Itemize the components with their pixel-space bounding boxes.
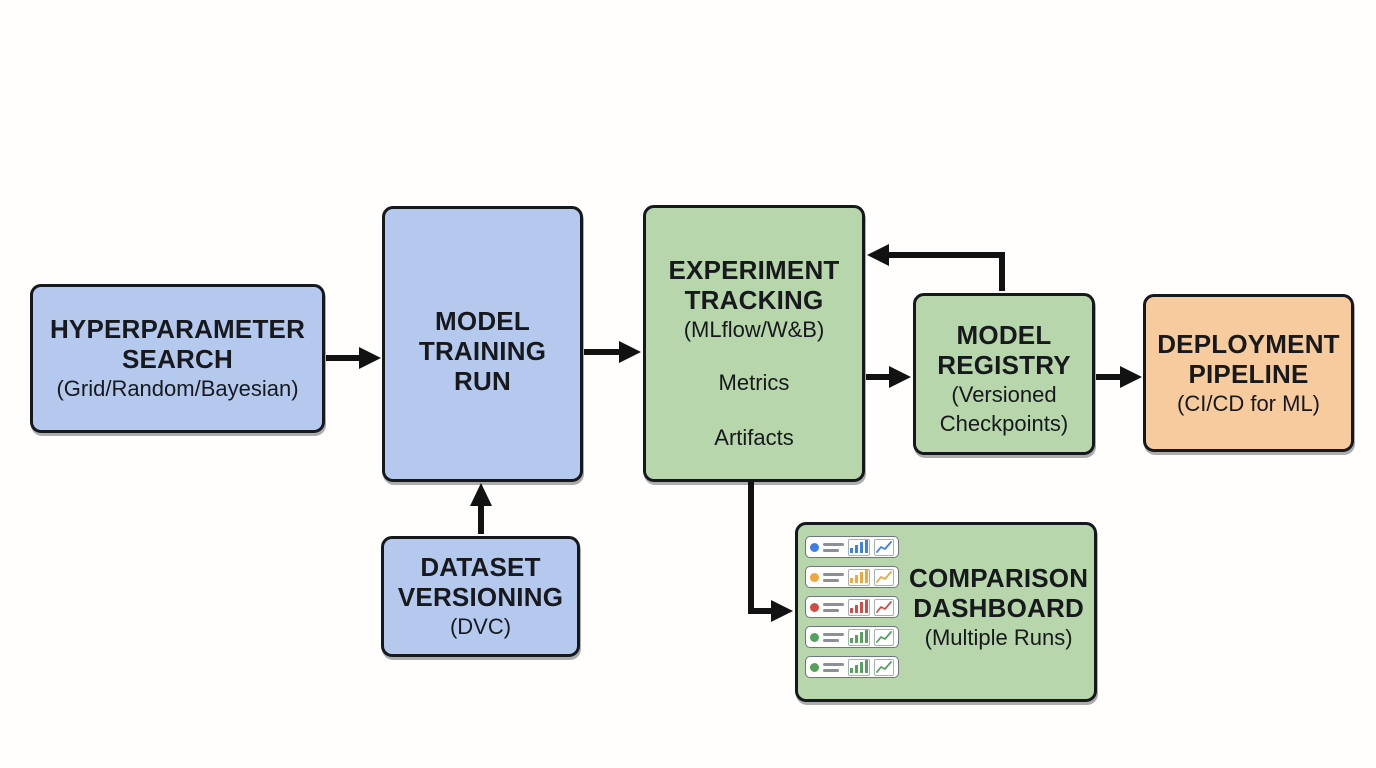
node-title: HYPERPARAMETER SEARCH	[49, 314, 306, 374]
arrow-tracking-to-dashboard	[748, 482, 793, 622]
node-comparison-dashboard: COMPARISON DASHBOARD (Multiple Runs)	[795, 522, 1097, 702]
tracking-item-metrics: Metrics	[718, 370, 790, 395]
node-subtitle: (Multiple Runs)	[924, 624, 1073, 650]
node-title: COMPARISON DASHBOARD	[909, 562, 1089, 623]
dashboard-run-row	[805, 656, 899, 678]
node-title: DEPLOYMENT PIPELINE	[1157, 328, 1340, 389]
arrow-training-to-tracking	[584, 341, 641, 363]
bar-chart-icon	[848, 658, 870, 676]
dashboard-run-row	[805, 626, 899, 648]
dashboard-label: COMPARISON DASHBOARD (Multiple Runs)	[909, 536, 1088, 688]
bar-chart-icon	[848, 628, 870, 646]
line-chart-icon	[874, 538, 894, 556]
arrow-registry-to-deployment	[1096, 366, 1142, 388]
node-title: MODEL REGISTRY	[937, 320, 1071, 380]
dashboard-run-row	[805, 536, 899, 558]
arrow-registry-to-tracking-feedback	[867, 244, 1005, 291]
run-dot-icon	[810, 542, 819, 552]
arrow-tracking-to-registry	[866, 366, 911, 388]
arrow-search-to-training	[326, 347, 381, 369]
run-dot-icon	[810, 602, 819, 612]
node-dataset-versioning: DATASET VERSIONING (DVC)	[381, 536, 580, 657]
node-title: MODEL TRAINING RUN	[418, 306, 547, 396]
list-lines-icon	[823, 662, 844, 672]
line-chart-icon	[874, 628, 894, 646]
bar-chart-icon	[848, 568, 870, 586]
list-lines-icon	[823, 632, 844, 642]
run-dot-icon	[810, 632, 819, 642]
node-title: DATASET VERSIONING	[397, 552, 564, 612]
line-chart-icon	[874, 658, 894, 676]
node-hyperparameter-search: HYPERPARAMETER SEARCH (Grid/Random/Bayes…	[30, 284, 325, 433]
node-subtitle: (Versioned Checkpoints)	[939, 382, 1069, 436]
list-lines-icon	[823, 542, 844, 552]
tracking-item-artifacts: Artifacts	[714, 425, 794, 450]
list-lines-icon	[823, 572, 844, 582]
run-dot-icon	[810, 572, 819, 582]
node-subtitle: (CI/CD for ML)	[1177, 390, 1320, 416]
bar-chart-icon	[848, 598, 870, 616]
arrow-versioning-to-training	[470, 483, 492, 534]
node-model-training-run: MODEL TRAINING RUN	[382, 206, 583, 482]
node-subtitle: (Grid/Random/Bayesian)	[56, 376, 299, 401]
node-subtitle: (DVC)	[449, 614, 512, 639]
run-dot-icon	[810, 662, 819, 672]
dashboard-run-list	[805, 536, 909, 688]
list-lines-icon	[823, 602, 844, 612]
node-title: EXPERIMENT TRACKING	[668, 255, 840, 315]
node-model-registry: MODEL REGISTRY (Versioned Checkpoints)	[913, 293, 1095, 455]
node-experiment-tracking: EXPERIMENT TRACKING (MLflow/W&B) Metrics…	[643, 205, 865, 482]
bar-chart-icon	[848, 538, 870, 556]
dashboard-run-row	[805, 596, 899, 618]
line-chart-icon	[874, 568, 894, 586]
line-chart-icon	[874, 598, 894, 616]
node-deployment-pipeline: DEPLOYMENT PIPELINE (CI/CD for ML)	[1143, 294, 1354, 452]
node-subtitle: (MLflow/W&B)	[683, 317, 825, 342]
dashboard-run-row	[805, 566, 899, 588]
